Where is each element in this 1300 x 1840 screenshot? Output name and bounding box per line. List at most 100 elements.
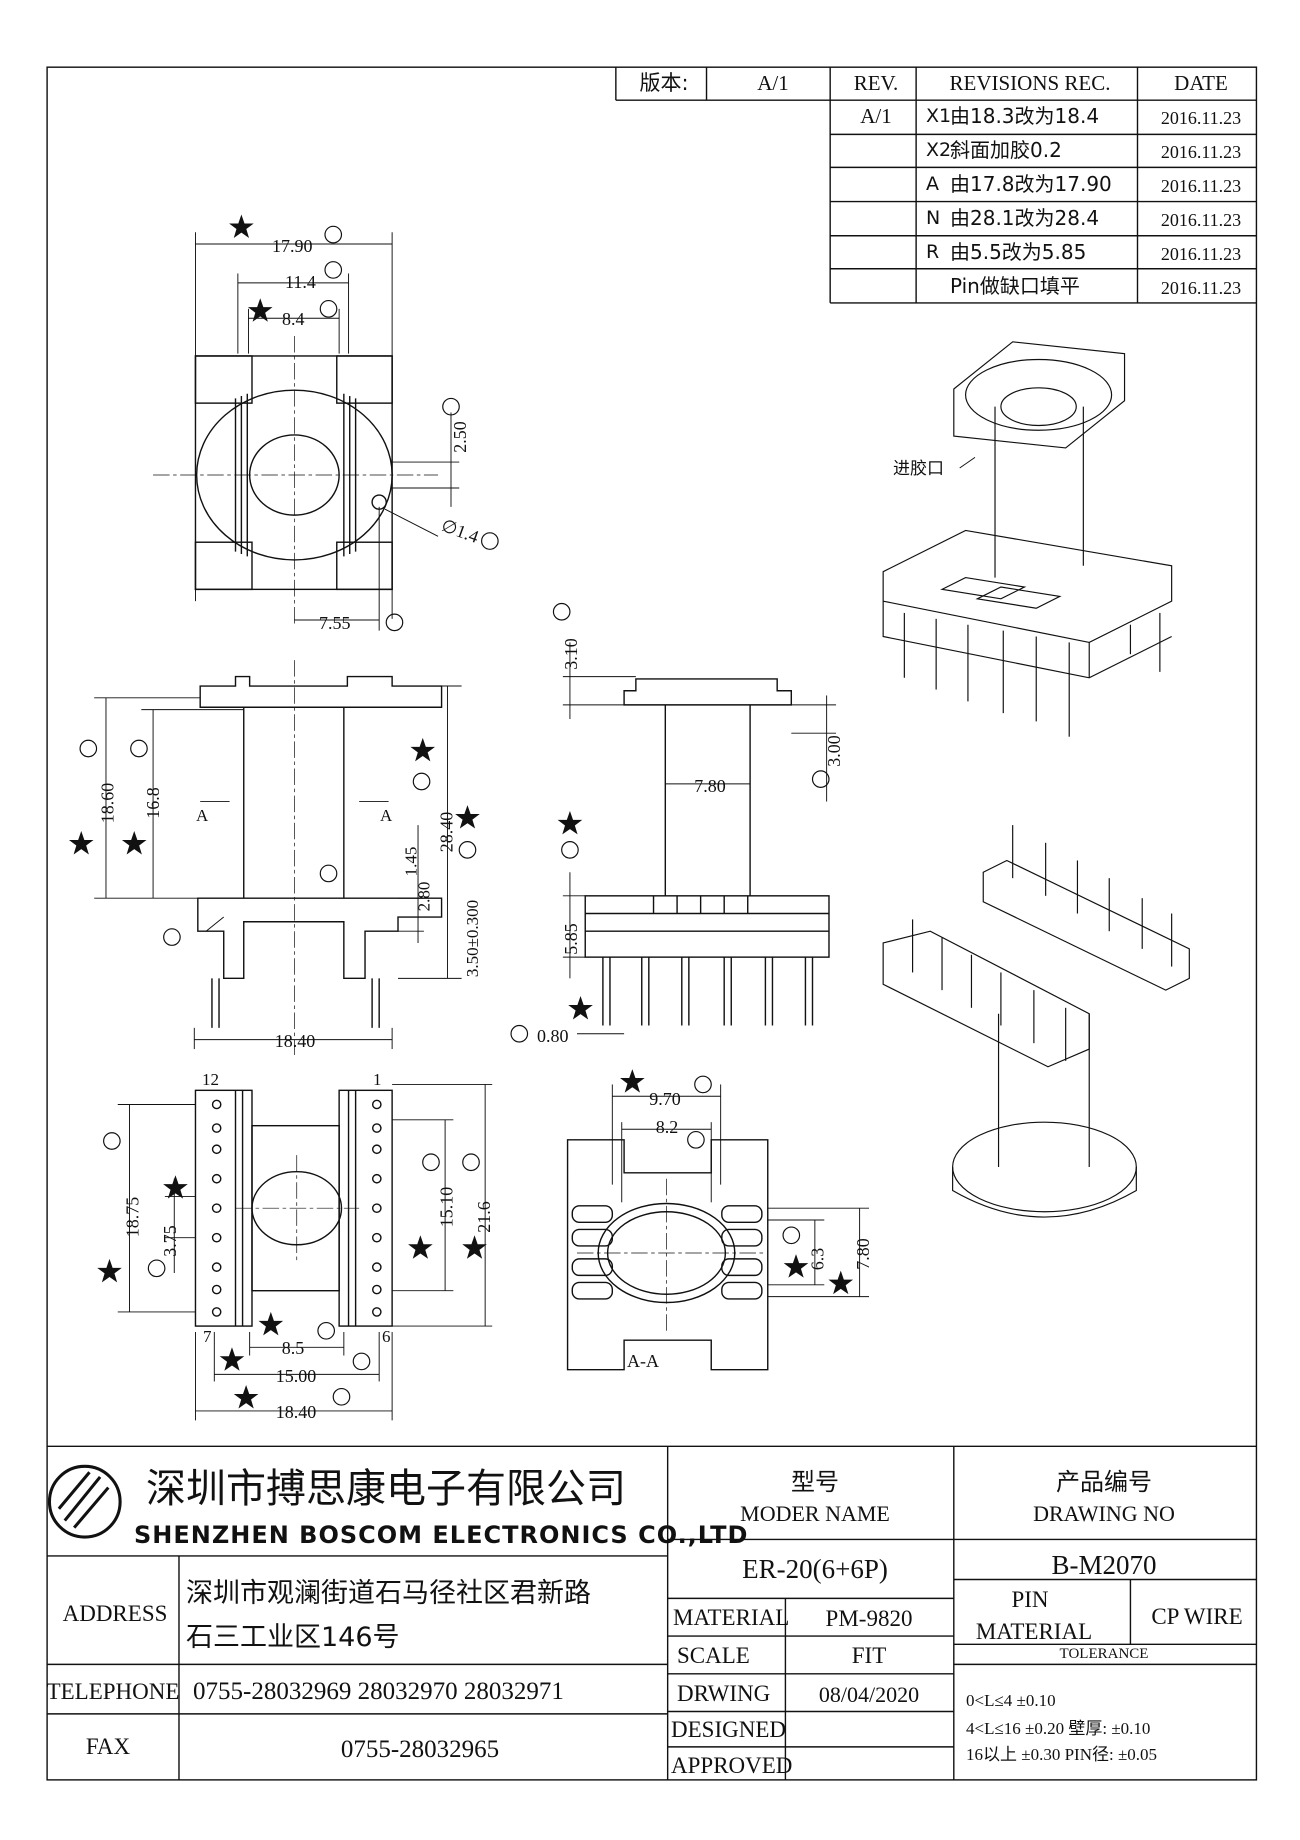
pin-number-1: 1: [373, 1070, 382, 1089]
dim-F: 7.55: [319, 613, 351, 633]
revision-date: 2016.11.23: [1160, 278, 1242, 298]
revision-date: 2016.11.23: [1160, 142, 1242, 162]
dim-3-50: 3.50±0.300: [463, 899, 483, 978]
dim-front-bottom: 18.40: [274, 1031, 316, 1051]
dim-J: 7.80: [852, 1238, 873, 1270]
dim-A: 17.90: [272, 236, 313, 256]
revision-text: 由5.5改为5.85: [950, 240, 1087, 264]
dim-Y: 15.10: [436, 1186, 457, 1228]
dim-S: 0.80: [537, 1026, 569, 1046]
date-header: DATE: [1174, 71, 1228, 95]
material-value: PM-9820: [825, 1606, 913, 1631]
dim-Z: 21.6: [473, 1201, 494, 1233]
front-view: [94, 660, 462, 1055]
pin-material-value: CP WIRE: [1151, 1604, 1243, 1629]
revision-mark: A: [926, 173, 939, 195]
address-line-1: 深圳市观澜街道石马径社区君新路: [186, 1578, 591, 1609]
fax-value: 0755-28032965: [340, 1736, 500, 1763]
revision-date: 2016.11.23: [1160, 108, 1242, 128]
model-value: ER-20(6+6P): [742, 1554, 888, 1584]
dim-P: 3.00: [823, 735, 844, 767]
drawing-date-label: DRWING: [677, 1681, 771, 1706]
dim-V: 8.5: [281, 1338, 305, 1358]
dim-G: 9.70: [649, 1089, 681, 1109]
pin-material-label-1: PIN: [1011, 1587, 1049, 1612]
dim-X: 18.40: [275, 1402, 317, 1422]
tolerance-line: 0<L≤4 ±0.10: [966, 1691, 1056, 1710]
side-view: [562, 642, 837, 1035]
drawing-label-cn: 产品编号: [1056, 1468, 1152, 1496]
tolerance-label: TOLERANCE: [1059, 1646, 1149, 1662]
revision-text: Pin做缺口填平: [950, 274, 1080, 298]
scale-label: SCALE: [677, 1643, 750, 1668]
top-view: [153, 232, 460, 631]
tolerance-line: 16以上 ±0.30 PIN径: ±0.05: [966, 1745, 1158, 1764]
dim-2-80: 2.80: [414, 881, 434, 912]
revision-mark: N: [926, 207, 941, 229]
revision-text: 由18.3改为18.4: [950, 104, 1100, 128]
dim-H: 8.2: [655, 1117, 679, 1137]
approved-label: APPROVED: [671, 1753, 793, 1778]
telephone-value: 0755-28032969 28032970 28032971: [193, 1678, 564, 1705]
rev-header: REV.: [853, 71, 899, 95]
dim-M: 28.40: [436, 811, 457, 853]
gate-callout: 进胶口: [893, 459, 944, 479]
telephone-label: TELEPHONE: [46, 1679, 180, 1704]
bottom-pin-holes: [211, 1099, 382, 1317]
dim-1-45: 1.45: [401, 846, 421, 877]
dim-W: 15.00: [275, 1366, 317, 1386]
scale-value: FIT: [851, 1643, 887, 1668]
model-label-cn: 型号: [791, 1468, 839, 1496]
revision-mark: X1: [926, 105, 952, 127]
section-mark-left: A: [196, 806, 209, 825]
drawing-label-en: DRAWING NO: [1033, 1501, 1175, 1526]
revision-date: 2016.11.23: [1160, 176, 1242, 196]
dim-O: 3.10: [560, 638, 581, 670]
pin-number-12: 12: [202, 1070, 219, 1089]
revision-table-grid: [615, 67, 1257, 304]
dim-B: 11.4: [285, 272, 316, 292]
dim-U: 3.75: [159, 1225, 180, 1257]
company-name-cn: 深圳市搏思康电子有限公司: [146, 1466, 626, 1512]
revision-date: 2016.11.23: [1160, 244, 1242, 264]
title-block-grid: [47, 1445, 1257, 1780]
section-label: A-A: [627, 1351, 659, 1371]
records-header: REVISIONS REC.: [949, 71, 1111, 95]
dim-L: 16.8: [142, 787, 163, 819]
dim-side-mid: 7.80: [694, 776, 726, 796]
section-slots: [571, 1205, 763, 1300]
revision-date: 2016.11.23: [1160, 210, 1242, 230]
fax-label: FAX: [85, 1734, 131, 1759]
version-label: 版本:: [639, 71, 689, 95]
revision-text: 由28.1改为28.4: [950, 206, 1100, 230]
material-label: MATERIAL: [673, 1605, 790, 1630]
tolerance-line: 4<L≤16 ±0.20 壁厚: ±0.10: [966, 1719, 1151, 1738]
dim-C: 8.4: [282, 309, 305, 329]
drawing-date-value: 08/04/2020: [818, 1682, 920, 1707]
isometric-view-top: [882, 341, 1173, 737]
pin-number-7: 7: [203, 1327, 212, 1346]
company-name-en: SHENZHEN BOSCOM ELECTRONICS CO.,LTD: [134, 1521, 749, 1549]
section-view: [566, 1084, 870, 1371]
dim-T: 18.75: [122, 1196, 143, 1238]
drawing-value: B-M2070: [1051, 1550, 1157, 1580]
rev-value: A/1: [860, 104, 892, 128]
revision-text: 斜面加胶0.2: [950, 138, 1062, 162]
dim-D: 2.50: [449, 421, 470, 453]
dim-I: 6.3: [807, 1247, 828, 1271]
pin-material-label-2: MATERIAL: [975, 1619, 1093, 1644]
revision-mark: R: [926, 241, 940, 263]
designed-label: DESIGNED: [671, 1717, 786, 1742]
address-line-2: 石三工业区146号: [186, 1622, 400, 1653]
dim-R: 5.85: [560, 923, 581, 955]
pin-number-6: 6: [382, 1327, 391, 1346]
model-label-en: MODER NAME: [740, 1501, 890, 1526]
revision-mark: X2: [926, 139, 952, 161]
bottom-view: [117, 1083, 493, 1421]
dim-K: 18.60: [97, 782, 118, 824]
section-mark-right: A: [380, 806, 393, 825]
sheet-border: [46, 66, 1258, 1781]
address-label: ADDRESS: [62, 1601, 168, 1626]
